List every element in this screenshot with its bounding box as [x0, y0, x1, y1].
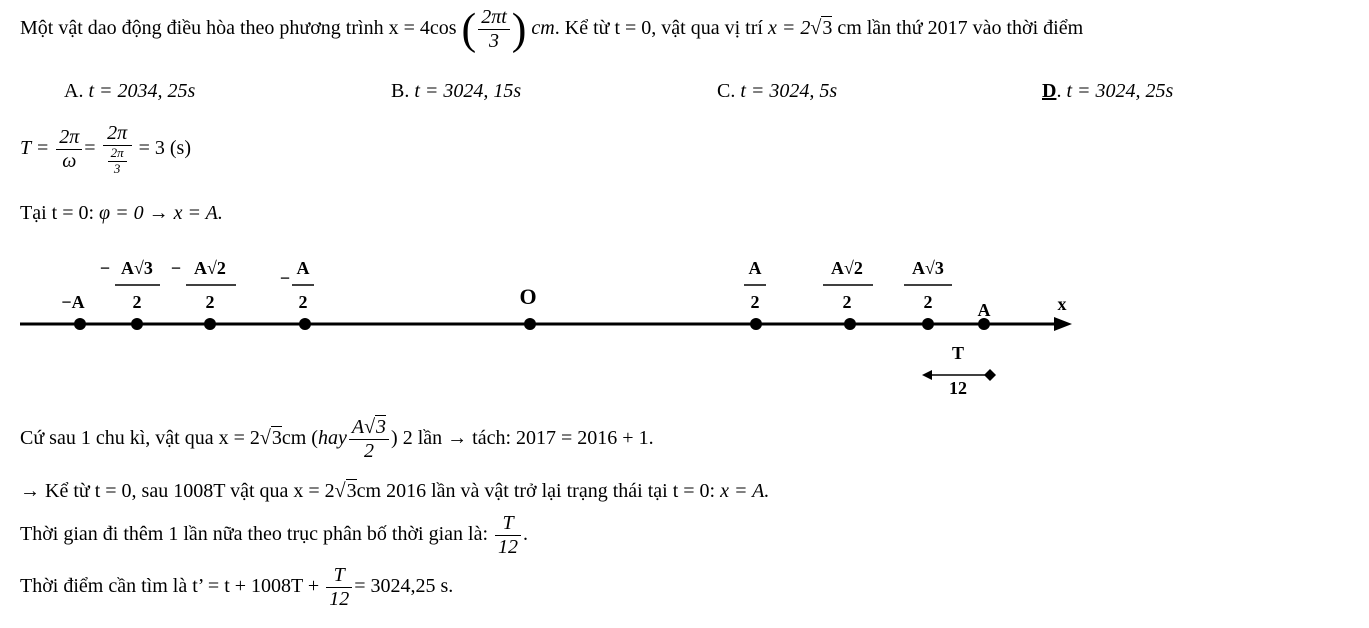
right-paren: ): [511, 4, 527, 54]
label-neg-half: A: [297, 258, 310, 278]
svg-text:2: 2: [843, 292, 852, 312]
position-axis-diagram: −A − A√3 2 − A√2 2 − A 2 O A 2 A√2 2 A√3: [20, 258, 1072, 398]
option-c[interactable]: C. t = 3024, 5s: [717, 80, 838, 102]
svg-text:2: 2: [299, 292, 308, 312]
label-pos-half: A: [749, 258, 762, 278]
interval-numerator: T: [952, 343, 964, 363]
svg-text:2: 2: [924, 292, 933, 312]
since-line: → Kể từ t = 0, sau 1008T vật qua x = 2√3…: [20, 479, 770, 502]
label-origin: O: [519, 284, 536, 309]
label-pos-a-sqrt2: A√2: [831, 258, 863, 278]
label-pos-a: A: [978, 300, 991, 320]
label-neg-a-sqrt3: A√3: [121, 258, 153, 278]
problem-tail-a: . Kể từ t = 0, vật qua vị trí: [554, 17, 768, 40]
svg-text:2: 2: [206, 292, 215, 312]
svg-text:−: −: [280, 268, 290, 288]
point-pos-a: [978, 318, 990, 330]
position-expr: x = 2: [767, 17, 811, 40]
point-neg-a-sqrt3-over-2: [131, 318, 143, 330]
option-d-correct[interactable]: D. t = 3024, 25s: [1042, 80, 1174, 102]
left-paren: (: [461, 4, 477, 54]
axis-arrow: [1054, 317, 1072, 331]
point-neg-a-sqrt2-over-2: [204, 318, 216, 330]
option-a[interactable]: A. t = 2034, 25s: [64, 80, 196, 102]
point-origin: [524, 318, 536, 330]
position-sqrt: √3: [810, 16, 833, 40]
problem-statement: Một vật dao động điều hòa theo phương tr…: [20, 6, 1083, 53]
svg-text:2: 2: [133, 292, 142, 312]
option-b[interactable]: B. t = 3024, 15s: [391, 80, 522, 102]
point-pos-a-sqrt2-over-2: [844, 318, 856, 330]
problem-intro: Một vật dao động điều hòa theo phương tr…: [20, 17, 457, 40]
extra-time-line: Thời gian đi thêm 1 lần nữa theo trục ph…: [20, 512, 528, 558]
point-neg-a: [74, 318, 86, 330]
svg-text:2: 2: [751, 292, 760, 312]
point-neg-half: [299, 318, 311, 330]
phase-numerator: 2πt: [478, 6, 510, 30]
point-pos-a-sqrt3-over-2: [922, 318, 934, 330]
phase-denominator: 3: [488, 30, 499, 52]
interval-arrow: [922, 370, 932, 380]
initial-condition: Tại t = 0: φ = 0 → x = A.: [20, 202, 223, 224]
svg-text:−: −: [100, 258, 110, 278]
interval-diamond: [984, 369, 996, 381]
label-neg-a-sqrt2: A√2: [194, 258, 226, 278]
interval-denominator: 12: [949, 378, 967, 398]
problem-unit: cm: [531, 17, 555, 40]
label-pos-a-sqrt3: A√3: [912, 258, 944, 278]
point-pos-half: [750, 318, 762, 330]
svg-text:−: −: [171, 258, 181, 278]
problem-tail-b: cm lần thứ 2017 vào thời điểm: [832, 17, 1084, 40]
label-neg-a: −A: [61, 292, 84, 312]
label-x-axis: x: [1058, 294, 1067, 314]
